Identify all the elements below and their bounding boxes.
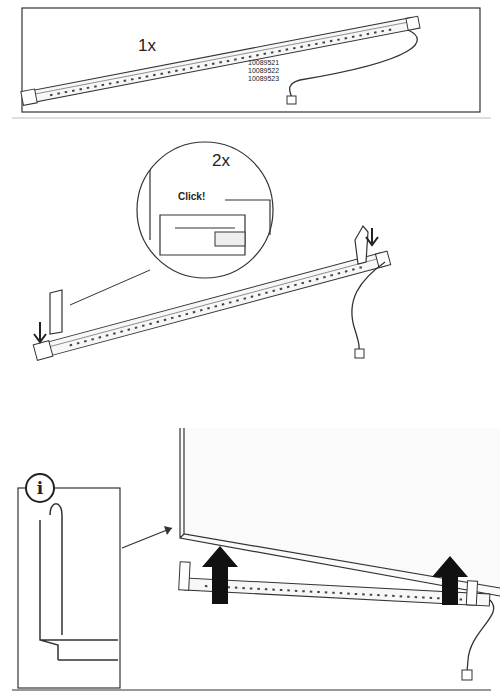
rule [12,690,491,691]
info-icon: i [25,473,55,503]
info-panel [18,488,120,688]
part-number: 10089521 [248,59,279,66]
push-arrow [366,228,378,245]
rule [12,118,491,119]
quantity: 2x [212,152,230,169]
push-arrow [34,322,46,342]
leader-line [70,270,150,305]
leader-arrow [122,528,172,548]
clip-detail [215,232,245,246]
clip-detail [150,170,270,255]
part-number: 10089523 [248,75,279,82]
part-panel [22,8,480,112]
info-symbol: i [37,480,43,497]
connector [355,349,364,358]
cable [352,262,385,350]
part-number: 10089522 [248,67,279,74]
led-strip [33,250,391,360]
led-strip [21,15,420,105]
cable [467,600,494,672]
leader-arrow [164,526,172,535]
clip-detail [40,504,118,660]
connector [462,670,472,680]
mounting-clip [355,226,368,264]
quantity: 1x [138,37,156,54]
cable [290,30,418,98]
mounting-clip [50,290,62,334]
lift-arrow [202,546,238,604]
connector [287,96,296,104]
click-note: Click! [178,192,205,202]
lift-arrow [432,556,468,605]
zoom-circle [137,142,273,278]
